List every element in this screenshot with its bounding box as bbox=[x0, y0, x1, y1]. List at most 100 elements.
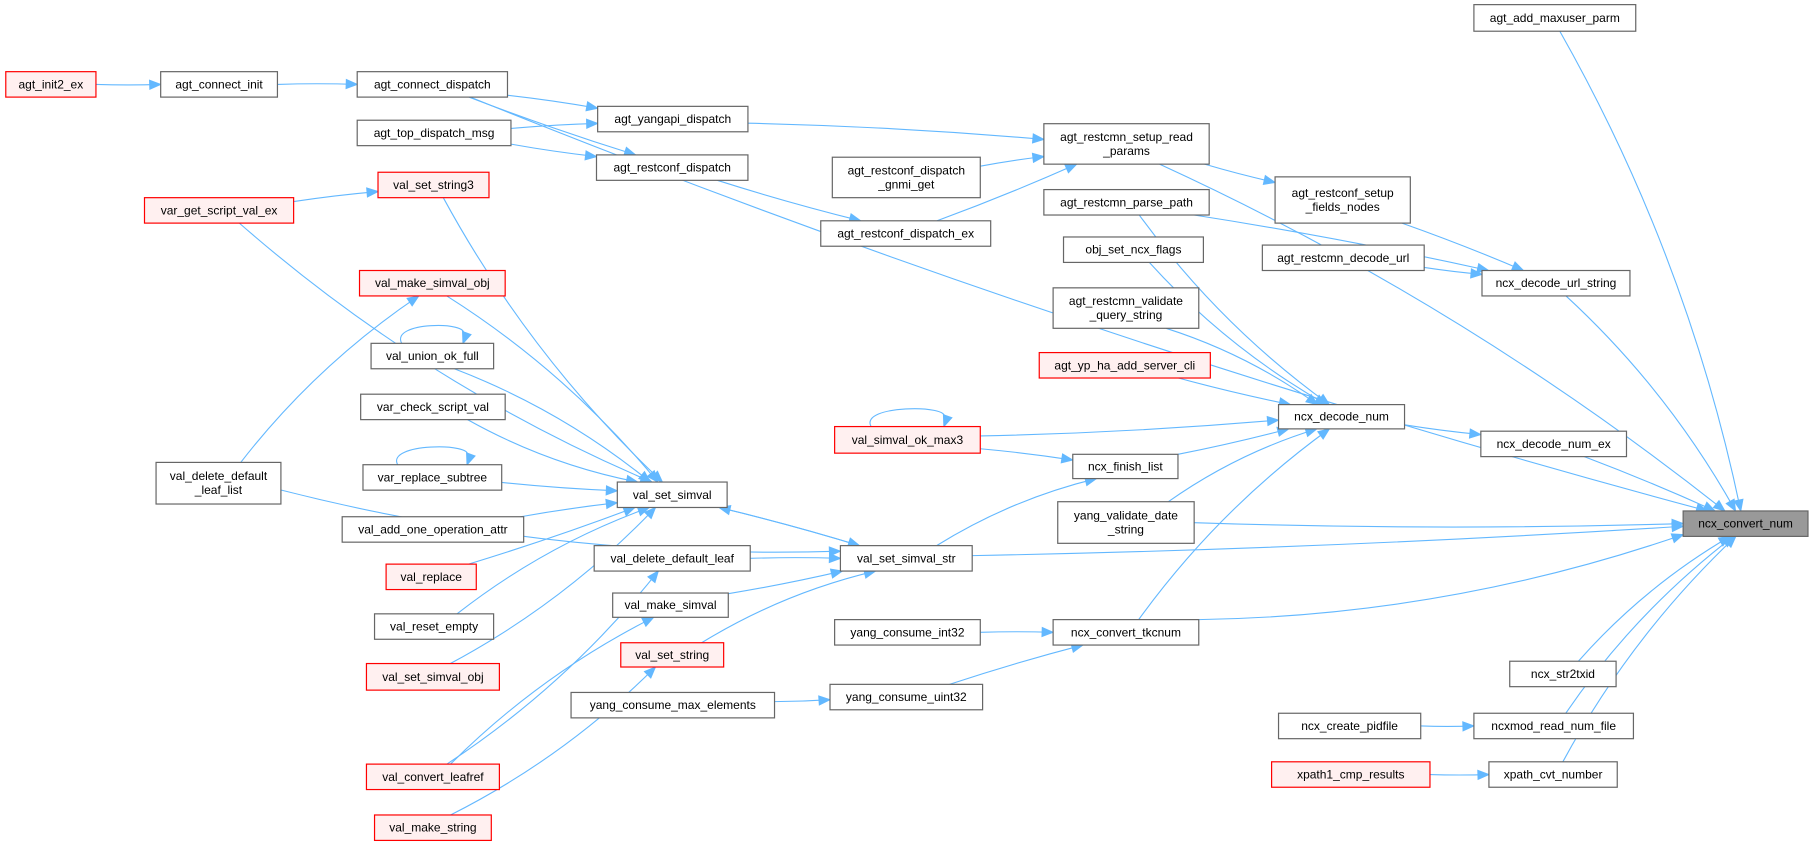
node-agt-restconf-dispatch[interactable]: agt_restconf_dispatch bbox=[595, 154, 749, 181]
node-box[interactable] bbox=[373, 613, 495, 640]
node-val-make-string[interactable]: val_make_string bbox=[373, 814, 492, 842]
node-agt-yangapi-dispatch[interactable]: agt_yangapi_dispatch bbox=[597, 105, 749, 133]
node-ncx-str2txid[interactable]: ncx_str2txid bbox=[1509, 660, 1617, 688]
node-var-replace-subtree[interactable]: var_replace_subtree bbox=[362, 464, 503, 491]
node-val-union-ok-full[interactable]: val_union_ok_full bbox=[370, 342, 495, 370]
node-box[interactable] bbox=[612, 592, 729, 618]
node-box[interactable] bbox=[1488, 761, 1618, 788]
node-box[interactable] bbox=[1509, 660, 1617, 688]
node-box[interactable] bbox=[1481, 269, 1631, 297]
node-yang-consume-uint32[interactable]: yang_consume_uint32 bbox=[829, 683, 984, 711]
node-box[interactable] bbox=[1043, 123, 1210, 165]
node-yang-consume-int32[interactable]: yang_consume_int32 bbox=[834, 619, 981, 646]
node-box[interactable] bbox=[160, 71, 279, 98]
node-box[interactable] bbox=[1473, 712, 1635, 740]
node-box[interactable] bbox=[143, 197, 295, 224]
node-agt-connect-dispatch[interactable]: agt_connect_dispatch bbox=[356, 71, 509, 98]
node-val-set-string[interactable]: val_set_string bbox=[620, 642, 725, 668]
node-ncxmod-read-num-file[interactable]: ncxmod_read_num_file bbox=[1473, 712, 1635, 740]
node-box[interactable] bbox=[620, 642, 725, 668]
node-ncx-finish-list[interactable]: ncx_finish_list bbox=[1072, 453, 1179, 480]
node-box[interactable] bbox=[362, 464, 503, 491]
node-yang-validate-date-string[interactable]: yang_validate_date_string bbox=[1057, 501, 1195, 544]
node-val-make-simval[interactable]: val_make_simval bbox=[612, 592, 729, 618]
node-box[interactable] bbox=[341, 516, 525, 543]
node-box[interactable] bbox=[1038, 351, 1211, 379]
node-yang-consume-max-elements[interactable]: yang_consume_max_elements bbox=[570, 691, 776, 719]
node-box[interactable] bbox=[831, 156, 981, 199]
node-agt-init2-ex[interactable]: agt_init2_ex bbox=[5, 71, 97, 98]
node-box[interactable] bbox=[834, 619, 981, 646]
node-agt-connect-init[interactable]: agt_connect_init bbox=[160, 71, 279, 98]
node-box[interactable] bbox=[1261, 244, 1425, 272]
node-box[interactable] bbox=[1043, 188, 1210, 216]
node-box[interactable] bbox=[1473, 4, 1637, 32]
node-val-simval-ok-max3[interactable]: val_simval_ok_max3 bbox=[834, 425, 981, 454]
node-ncx-decode-num[interactable]: ncx_decode_num bbox=[1277, 404, 1406, 430]
node-box[interactable] bbox=[358, 269, 506, 297]
node-agt-restcmn-validate-query-string[interactable]: agt_restcmn_validate_query_string bbox=[1052, 287, 1200, 329]
node-box[interactable] bbox=[1277, 404, 1406, 430]
node-box[interactable] bbox=[1480, 430, 1628, 458]
node-val-set-simval[interactable]: val_set_simval bbox=[616, 481, 728, 509]
node-agt-restconf-dispatch-ex[interactable]: agt_restconf_dispatch_ex bbox=[820, 220, 992, 247]
node-box[interactable] bbox=[839, 545, 973, 572]
node-box[interactable] bbox=[365, 662, 500, 691]
node-box[interactable] bbox=[595, 154, 749, 181]
node-agt-restcmn-decode-url[interactable]: agt_restcmn_decode_url bbox=[1261, 244, 1425, 272]
node-box[interactable] bbox=[597, 105, 749, 133]
node-box[interactable] bbox=[1052, 287, 1200, 329]
node-box[interactable] bbox=[1062, 236, 1204, 264]
node-agt-top-dispatch-msg[interactable]: agt_top_dispatch_msg bbox=[356, 119, 512, 147]
node-val-set-string3[interactable]: val_set_string3 bbox=[377, 171, 490, 199]
node-box[interactable] bbox=[593, 545, 751, 572]
node-box[interactable] bbox=[1277, 712, 1422, 740]
node-agt-restconf-dispatch-gnmi-get[interactable]: agt_restconf_dispatch_gnmi_get bbox=[831, 156, 981, 199]
node-box[interactable] bbox=[1057, 501, 1195, 544]
node-box[interactable] bbox=[834, 425, 981, 454]
node-agt-add-maxuser-parm[interactable]: agt_add_maxuser_parm bbox=[1473, 4, 1637, 32]
node-agt-restcmn-parse-path[interactable]: agt_restcmn_parse_path bbox=[1043, 188, 1210, 216]
node-val-set-simval-obj[interactable]: val_set_simval_obj bbox=[365, 662, 500, 691]
node-box[interactable] bbox=[360, 393, 506, 421]
node-var-get-script-val-ex[interactable]: var_get_script_val_ex bbox=[143, 197, 295, 224]
node-box[interactable] bbox=[1072, 453, 1179, 480]
node-box[interactable] bbox=[616, 481, 728, 509]
node-val-convert-leafref[interactable]: val_convert_leafref bbox=[365, 763, 500, 791]
node-var-check-script-val[interactable]: var_check_script_val bbox=[360, 393, 506, 421]
node-box[interactable] bbox=[1270, 761, 1431, 788]
node-box[interactable] bbox=[1682, 510, 1809, 537]
node-val-add-one-operation-attr[interactable]: val_add_one_operation_attr bbox=[341, 516, 525, 543]
node-agt-restconf-setup-fields-nodes[interactable]: agt_restconf_setup_fields_nodes bbox=[1274, 176, 1411, 224]
node-val-replace[interactable]: val_replace bbox=[385, 563, 477, 591]
node-agt-yp-ha-add-server-cli[interactable]: agt_yp_ha_add_server_cli bbox=[1038, 351, 1211, 379]
node-box[interactable] bbox=[1052, 619, 1200, 646]
node-box[interactable] bbox=[829, 683, 984, 711]
node-box[interactable] bbox=[377, 171, 490, 199]
node-box[interactable] bbox=[365, 763, 500, 791]
node-box[interactable] bbox=[370, 342, 495, 370]
node-box[interactable] bbox=[155, 461, 282, 505]
node-box[interactable] bbox=[570, 691, 776, 719]
node-box[interactable] bbox=[356, 119, 512, 147]
node-xpath1-cmp-results[interactable]: xpath1_cmp_results bbox=[1270, 761, 1431, 788]
node-box[interactable] bbox=[356, 71, 509, 98]
node-ncx-decode-url-string[interactable]: ncx_decode_url_string bbox=[1481, 269, 1631, 297]
node-box[interactable] bbox=[1274, 176, 1411, 224]
node-val-delete-default-leaf-list[interactable]: val_delete_default_leaf_list bbox=[155, 461, 282, 505]
node-xpath-cvt-number[interactable]: xpath_cvt_number bbox=[1488, 761, 1618, 788]
node-box[interactable] bbox=[385, 563, 477, 591]
node-box[interactable] bbox=[5, 71, 97, 98]
node-val-make-simval-obj[interactable]: val_make_simval_obj bbox=[358, 269, 506, 297]
node-agt-restcmn-setup-read-params[interactable]: agt_restcmn_setup_read_params bbox=[1043, 123, 1210, 165]
node-obj-set-ncx-flags[interactable]: obj_set_ncx_flags bbox=[1062, 236, 1204, 264]
node-ncx-convert-num[interactable]: ncx_convert_num bbox=[1682, 510, 1809, 537]
node-ncx-decode-num-ex[interactable]: ncx_decode_num_ex bbox=[1480, 430, 1628, 458]
node-ncx-convert-tkcnum[interactable]: ncx_convert_tkcnum bbox=[1052, 619, 1200, 646]
node-val-reset-empty[interactable]: val_reset_empty bbox=[373, 613, 495, 640]
node-ncx-create-pidfile[interactable]: ncx_create_pidfile bbox=[1277, 712, 1422, 740]
node-box[interactable] bbox=[820, 220, 992, 247]
node-val-set-simval-str[interactable]: val_set_simval_str bbox=[839, 545, 973, 572]
node-val-delete-default-leaf[interactable]: val_delete_default_leaf bbox=[593, 545, 751, 572]
node-box[interactable] bbox=[373, 814, 492, 842]
